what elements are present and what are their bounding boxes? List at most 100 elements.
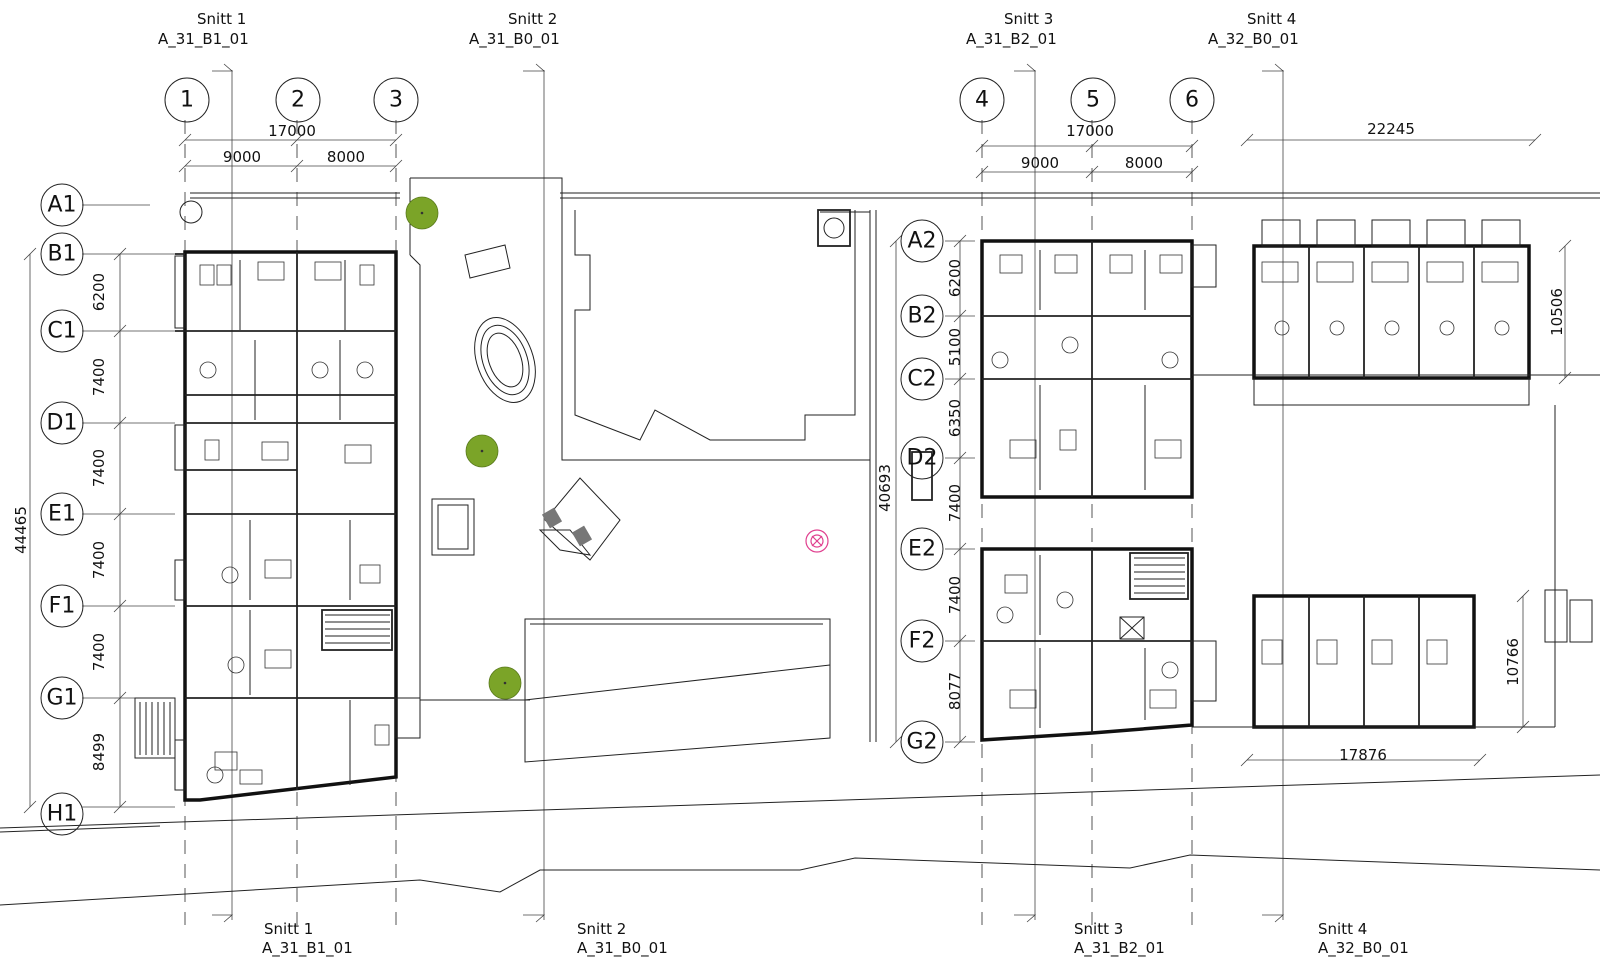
svg-text:F2: F2: [909, 629, 936, 654]
section-name: Snitt 1: [197, 10, 246, 28]
svg-text:G2: G2: [906, 730, 937, 755]
dim-overall-left: 44465: [12, 506, 30, 554]
grid-bubble-col-1: 1: [164, 77, 210, 123]
svg-text:D1: D1: [47, 411, 78, 436]
dim-left-row: 7400: [90, 633, 108, 671]
grid-bubble-row-D1: D1: [40, 401, 84, 445]
grid-bubble-row-E2: E2: [900, 527, 944, 571]
svg-text:G1: G1: [46, 686, 77, 711]
svg-text:E1: E1: [48, 502, 76, 527]
section-name: Snitt 3: [1004, 10, 1053, 28]
svg-text:H1: H1: [47, 802, 78, 827]
row-houses-top: [1192, 219, 1600, 406]
dim-overall-mid: 40693: [876, 464, 894, 512]
dim-left-row: 7400: [90, 541, 108, 579]
utility-marker-icon: [805, 529, 829, 553]
dim-right-row: 5100: [946, 328, 964, 366]
section-ref: A_31_B0_01: [469, 30, 560, 49]
svg-text:4: 4: [975, 88, 989, 113]
dim-right-row: 8077: [946, 672, 964, 710]
grid-bubble-row-B2: B2: [900, 294, 944, 338]
building-right: [980, 239, 1217, 742]
svg-text:A2: A2: [907, 229, 936, 254]
svg-text:D2: D2: [907, 446, 938, 471]
grid-bubble-row-G1: G1: [40, 676, 84, 720]
grid-bubble-row-E1: E1: [40, 492, 84, 536]
section-ref: A_32_B0_01: [1318, 939, 1409, 958]
courtyard: [420, 198, 933, 763]
grid-bubble-row-F2: F2: [900, 619, 944, 663]
svg-text:B2: B2: [907, 304, 936, 329]
dim-right-total: 17000: [1066, 122, 1114, 140]
section-name: Snitt 3: [1074, 920, 1123, 938]
section-ref: A_32_B0_01: [1208, 30, 1299, 49]
grid-bubble-row-F1: F1: [40, 584, 84, 628]
svg-text:C2: C2: [907, 367, 936, 392]
dim-row-house-top-depth: 10506: [1548, 288, 1566, 336]
dim-left-a: 9000: [223, 148, 261, 166]
row-bubbles-left: A1 B1 C1 D1 E1 F1 G1 H1: [40, 183, 84, 836]
section-name: Snitt 4: [1318, 920, 1367, 938]
grid-bubble-row-B1: B1: [40, 232, 84, 276]
grid-bubble-row-H1: H1: [40, 792, 84, 836]
section-ref: A_31_B1_01: [262, 939, 353, 958]
grid-bubble-row-G2: G2: [900, 720, 944, 764]
grid-bubble-col-2: 2: [275, 77, 321, 123]
grid-bubble-col-6: 6: [1169, 77, 1215, 123]
dim-left-row: 6200: [90, 273, 108, 311]
section-labels-top: Snitt 1 A_31_B1_01 Snitt 2 A_31_B0_01 Sn…: [158, 10, 1299, 49]
section-name: Snitt 2: [508, 10, 557, 28]
column-bubbles: 1 2 3 4 5 6: [164, 77, 1215, 123]
dim-right-a: 9000: [1021, 154, 1059, 172]
grid-bubble-row-C2: C2: [900, 357, 944, 401]
dim-row-house-top: 22245: [1367, 120, 1415, 138]
trees: [179, 196, 522, 700]
svg-text:A1: A1: [47, 193, 76, 218]
grid-bubble-row-A1: A1: [40, 183, 84, 227]
dimension-lines: [23, 133, 1572, 814]
section-cut-lines: [212, 63, 1285, 923]
section-ref: A_31_B0_01: [577, 939, 668, 958]
section-name: Snitt 1: [264, 920, 313, 938]
grid-bubble-row-A2: A2: [900, 219, 944, 263]
dim-left-total: 17000: [268, 122, 316, 140]
svg-text:5: 5: [1086, 88, 1100, 113]
terrain-lines: [0, 177, 1600, 906]
dim-right-row: 6350: [946, 399, 964, 437]
dim-right-row: 7400: [946, 484, 964, 522]
grid-bubble-col-4: 4: [959, 77, 1005, 123]
svg-text:2: 2: [291, 88, 305, 113]
dimension-texts: 17000 9000 8000 17000 9000 8000 22245 17…: [12, 120, 1566, 771]
grid-bubble-col-3: 3: [373, 77, 419, 123]
building-left: [134, 250, 421, 802]
row-houses-bottom: [1192, 405, 1593, 729]
dim-left-row: 7400: [90, 449, 108, 487]
dim-right-row: 7400: [946, 576, 964, 614]
dim-row-house-bottom: 17876: [1339, 746, 1387, 764]
section-ref: A_31_B1_01: [158, 30, 249, 49]
svg-text:6: 6: [1185, 88, 1199, 113]
svg-text:F1: F1: [49, 594, 76, 619]
section-name: Snitt 2: [577, 920, 626, 938]
section-ref: A_31_B2_01: [966, 30, 1057, 49]
svg-text:E2: E2: [908, 537, 936, 562]
grid-bubble-row-D2: D2: [900, 436, 944, 480]
svg-text:1: 1: [180, 88, 194, 113]
svg-text:C1: C1: [47, 319, 76, 344]
section-ref: A_31_B2_01: [1074, 939, 1165, 958]
grid-bubble-row-C1: C1: [40, 309, 84, 353]
dim-row-house-bottom-depth: 10766: [1504, 638, 1522, 686]
row-grid-lines: [82, 204, 975, 808]
grid-bubble-col-5: 5: [1070, 77, 1116, 123]
svg-text:B1: B1: [47, 242, 76, 267]
dim-right-row: 6200: [946, 259, 964, 297]
dim-right-b: 8000: [1125, 154, 1163, 172]
section-name: Snitt 4: [1247, 10, 1296, 28]
dim-left-row: 8499: [90, 733, 108, 771]
section-labels-bottom: Snitt 1 A_31_B1_01 Snitt 2 A_31_B0_01 Sn…: [262, 920, 1409, 958]
svg-text:3: 3: [389, 88, 403, 113]
dim-left-b: 8000: [327, 148, 365, 166]
dim-left-row: 7400: [90, 358, 108, 396]
row-bubbles-right: A2 B2 C2 D2 E2 F2 G2: [900, 219, 944, 764]
